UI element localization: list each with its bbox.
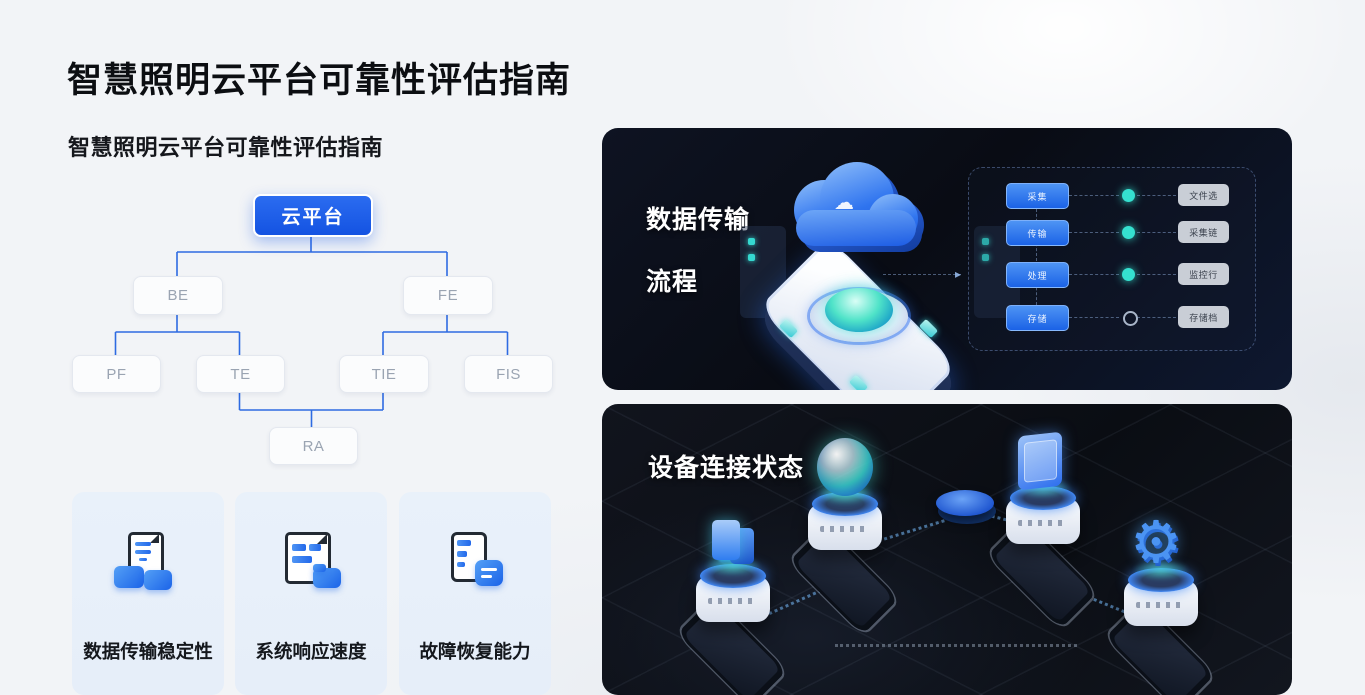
tree-node-root: 云平台 [253,194,373,237]
flow-panel-title-line1: 数据传输 [646,206,751,234]
flow-status-chip: 存储档 [1178,306,1229,328]
device-status-panel: 设备连接状态 ⚙ [602,404,1292,695]
tree-node-te: TE [196,355,285,393]
flow-step-pill: 处理 [1006,262,1069,288]
status-dot-inactive [1123,311,1138,326]
arrow-right-icon: ▸ [955,267,962,281]
cloud-platform-illustration: ☁ [722,138,1020,390]
metric-card-response-speed: 系统响应速度 [235,492,387,695]
flow-status-chip: 采集链 [1178,221,1229,243]
tree-node-fe: FE [403,276,493,315]
document-folder-icon [277,532,345,604]
flow-status-chip: 监控行 [1178,263,1229,285]
metric-card-data-transmission: 数据传输稳定性 [72,492,224,695]
tree-connectors [114,233,509,427]
flow-step-pill: 存储 [1006,305,1069,331]
data-flow-panel: 数据传输 流程 ☁ ▸ [602,128,1292,390]
metric-card-fault-recovery: 故障恢复能力 [399,492,551,695]
tree-node-tie: TIE [339,355,429,393]
flow-steps-box: ▸ 采集 文件选 传输 采集链 处理 监控行 存储 存储档 [883,167,1256,351]
status-dot-active [1122,268,1135,281]
tree-node-ra: RA [269,427,358,465]
tree-node-pf: PF [72,355,161,393]
tree-node-be: BE [133,276,223,315]
metric-card-label: 数据传输稳定性 [83,641,213,662]
device-panel-title: 设备连接状态 [648,454,805,482]
status-dot-active [1122,226,1135,239]
flow-step-pill: 采集 [1006,183,1069,209]
device-orb [762,438,932,636]
reliability-tree-diagram: 云平台 BE FE PF TE TIE FIS RA [60,180,580,480]
relay-disc-icon [936,490,994,516]
page-title: 智慧照明云平台可靠性评估指南 [67,61,572,100]
metric-card-label: 系统响应速度 [255,641,367,662]
device-chip [650,512,820,695]
gear-icon: ⚙ [1130,510,1182,575]
tablet-note-icon [441,532,509,604]
device-gear: ⚙ [1078,510,1248,695]
flow-step-pill: 传输 [1006,220,1069,246]
device-tablet [960,431,1130,630]
metric-card-label: 故障恢复能力 [419,641,531,662]
floor-dotted-line [835,644,1077,647]
flow-panel-title-line2: 流程 [646,268,699,296]
status-dot-active [1122,189,1135,202]
document-printer-icon [114,532,182,604]
tree-node-fis: FIS [464,355,553,393]
page-subtitle: 智慧照明云平台可靠性评估指南 [68,135,384,160]
flow-status-chip: 文件选 [1178,184,1229,206]
platform-dome [825,288,893,332]
